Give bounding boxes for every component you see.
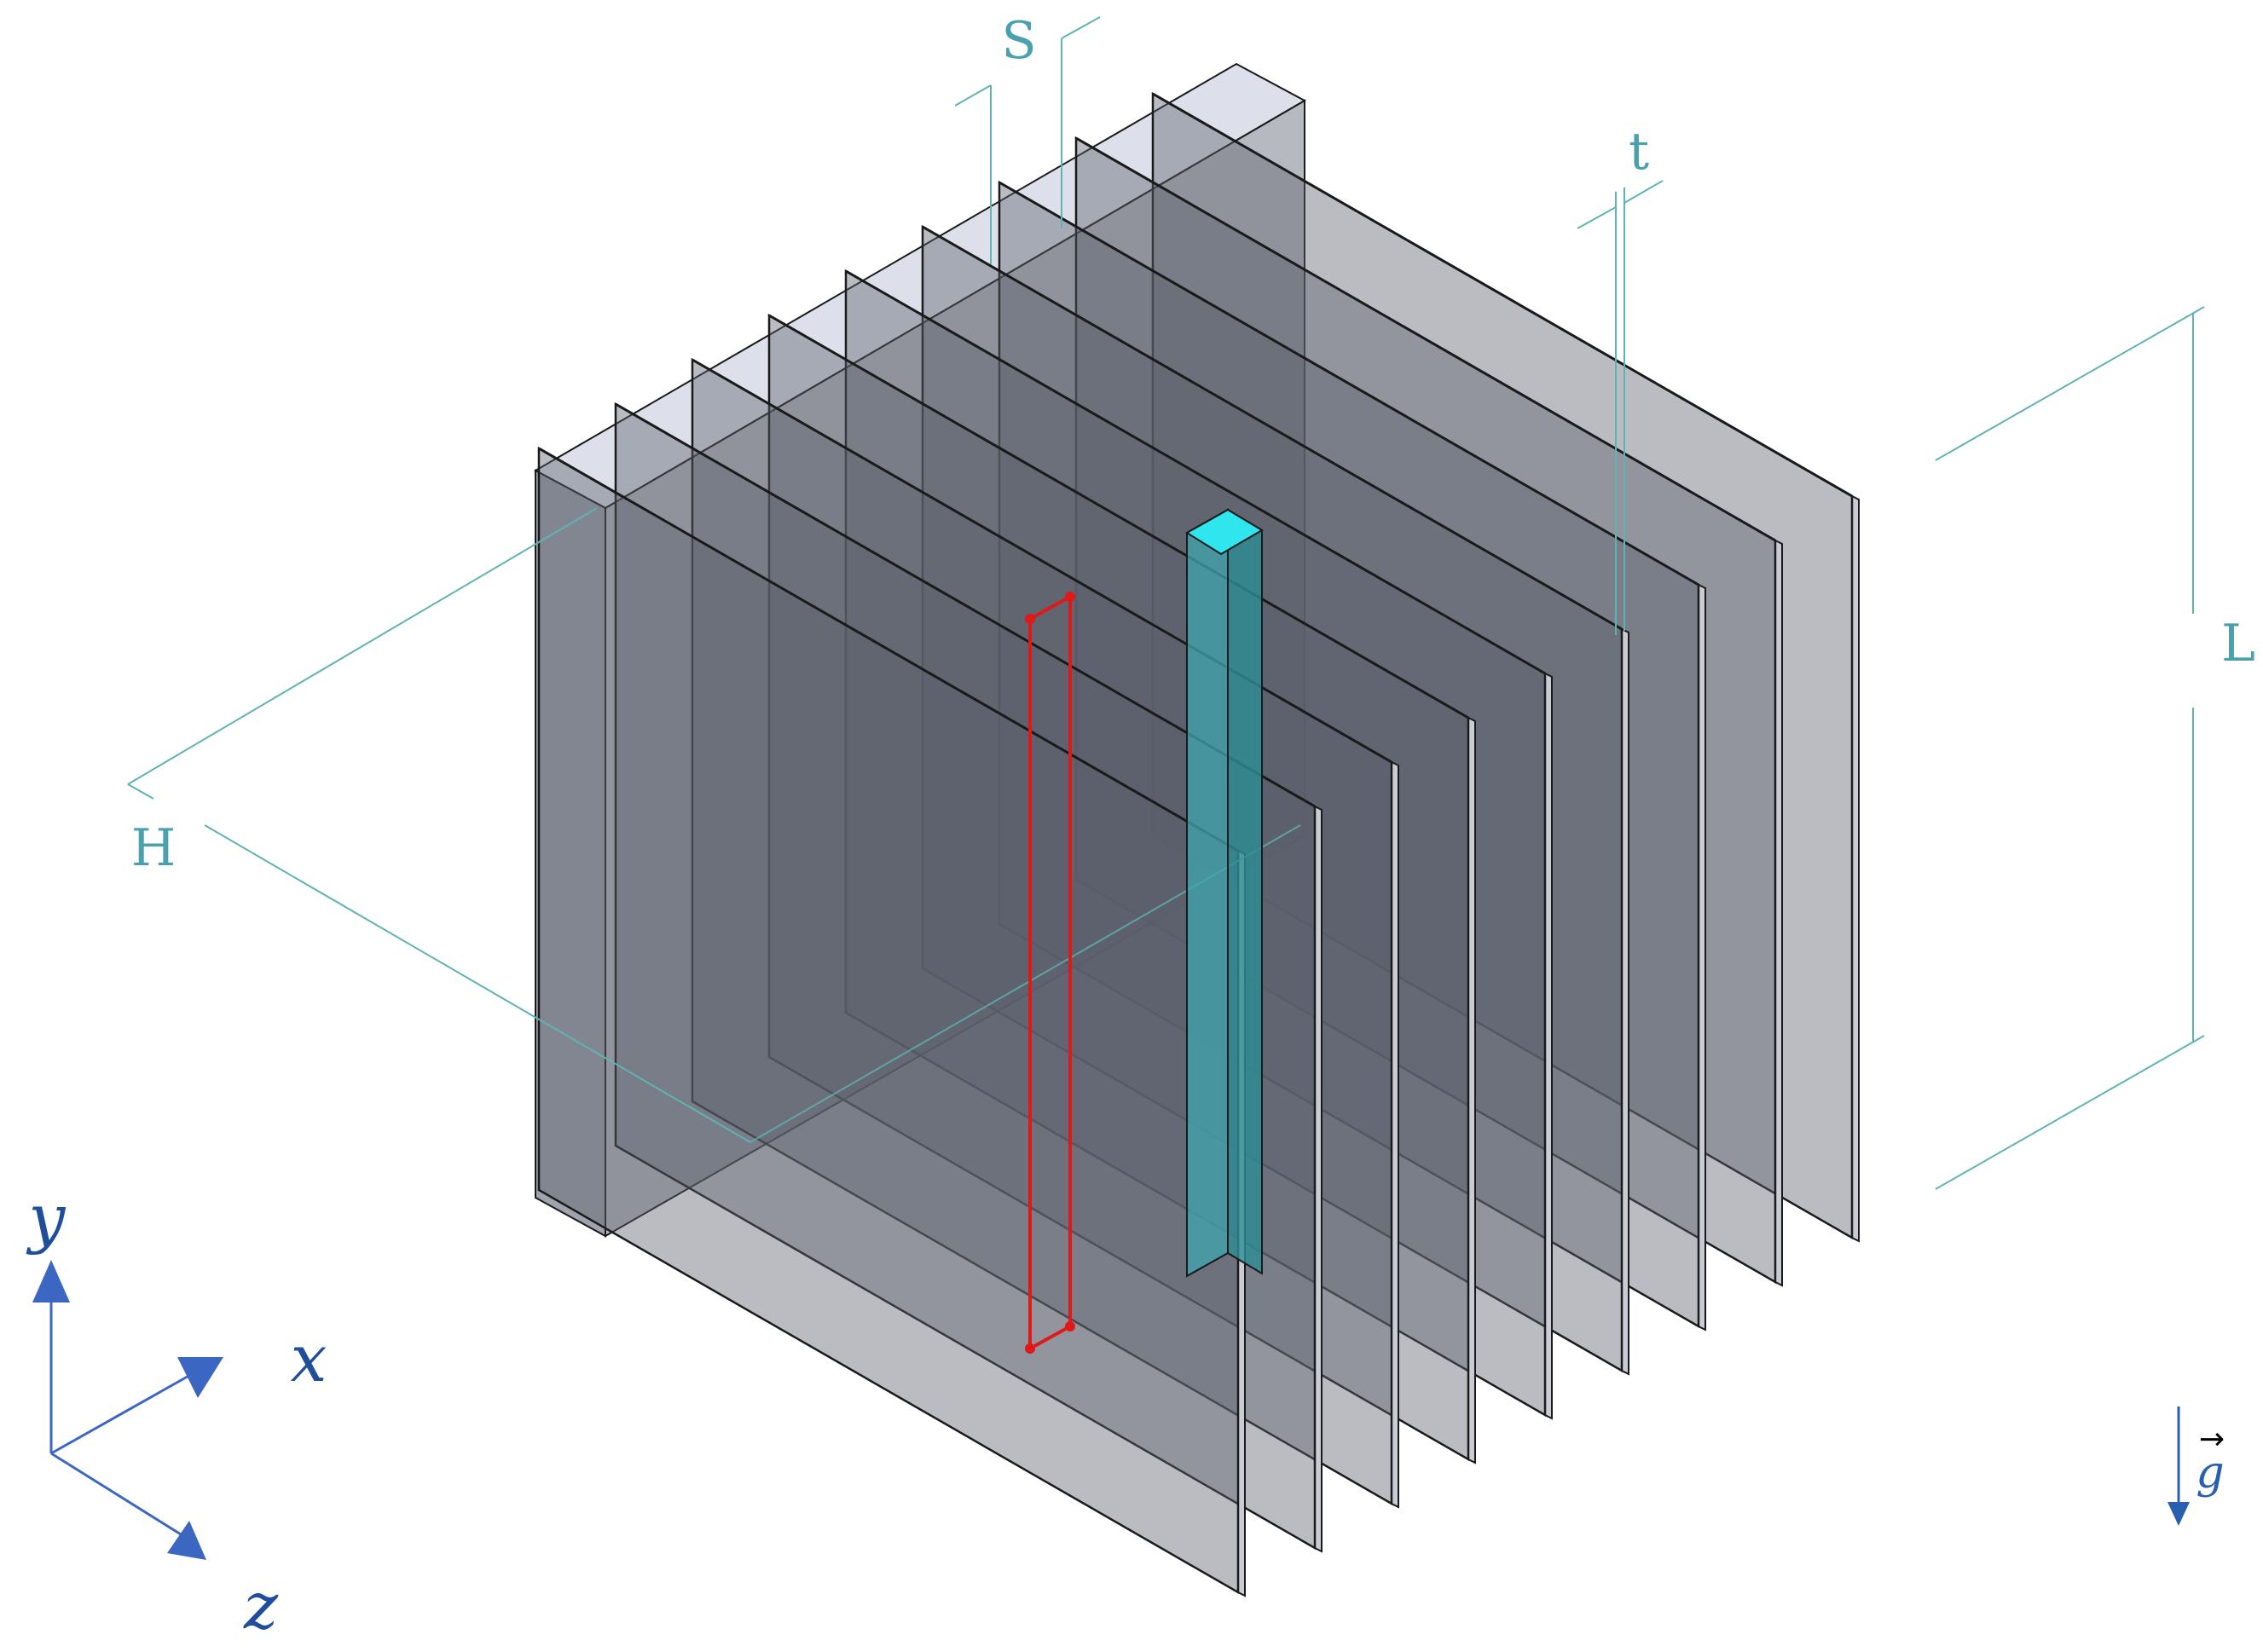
probe-vertex	[1025, 614, 1035, 624]
heater-side-face	[1227, 508, 1263, 1275]
probe-vertex	[1025, 1343, 1035, 1354]
dim-label-spacing: S	[1001, 11, 1036, 71]
axis-arrow-x-icon	[177, 1357, 223, 1398]
thickness-arrow-right	[1623, 180, 1664, 204]
coordinate-axes: y x z	[26, 1180, 327, 1643]
dim-label-thickness: t	[1629, 122, 1649, 182]
spacing-arrow-right	[1061, 16, 1101, 39]
axis-label-z: z	[243, 1568, 279, 1643]
fin-top-edge	[922, 225, 1623, 631]
gravity-label: g	[2196, 1447, 2224, 1499]
heater-top-face	[1185, 508, 1264, 556]
heater-front-face	[1186, 508, 1229, 1278]
probe-vertex	[1065, 1321, 1075, 1331]
heater-block	[1185, 508, 1264, 1278]
fin	[1151, 91, 1860, 1243]
axis-label-x: x	[291, 1320, 327, 1396]
fin-top-edge	[692, 358, 1392, 764]
fin-top-edge	[998, 181, 1699, 586]
height-extension-line-top	[127, 507, 598, 785]
fin-top-edge	[845, 269, 1546, 675]
thickness-arrow-left	[1577, 206, 1617, 229]
axis-arrow-z-icon	[167, 1521, 206, 1560]
fin	[998, 180, 1706, 1331]
base-plate	[533, 62, 1307, 1238]
fin-top-edge	[1075, 136, 1776, 542]
axis-line-x	[50, 1372, 193, 1455]
axis-label-y: y	[26, 1180, 67, 1256]
dim-label-height: H	[131, 818, 176, 878]
measurement-probe-outline	[1025, 592, 1075, 1354]
fin	[921, 224, 1629, 1376]
gravity-vector-arrow-icon: →	[2199, 1422, 2225, 1457]
fin	[767, 313, 1476, 1464]
gravity-indicator: g →	[2168, 1407, 2225, 1526]
fin-top-edge	[1152, 92, 1853, 498]
dimension-annotations: S t H L	[131, 11, 2255, 1190]
fin	[1074, 136, 1783, 1287]
base-plate-inner-face	[605, 99, 1305, 1238]
height-tick	[127, 783, 154, 800]
fin-top-edge	[768, 314, 1469, 719]
dim-label-length: L	[2221, 614, 2255, 673]
axis-arrow-y-icon	[32, 1260, 70, 1303]
axis-line-z	[50, 1452, 182, 1536]
fin-top-edge	[538, 447, 1239, 852]
spacing-arrow-left	[954, 84, 992, 107]
height-extension-line-bottom	[204, 824, 751, 1143]
length-extension-bottom	[1935, 1035, 2205, 1190]
gravity-arrow-head-icon	[2168, 1502, 2190, 1526]
length-extension-top	[1935, 306, 2205, 461]
probe-vertex	[1065, 592, 1075, 602]
